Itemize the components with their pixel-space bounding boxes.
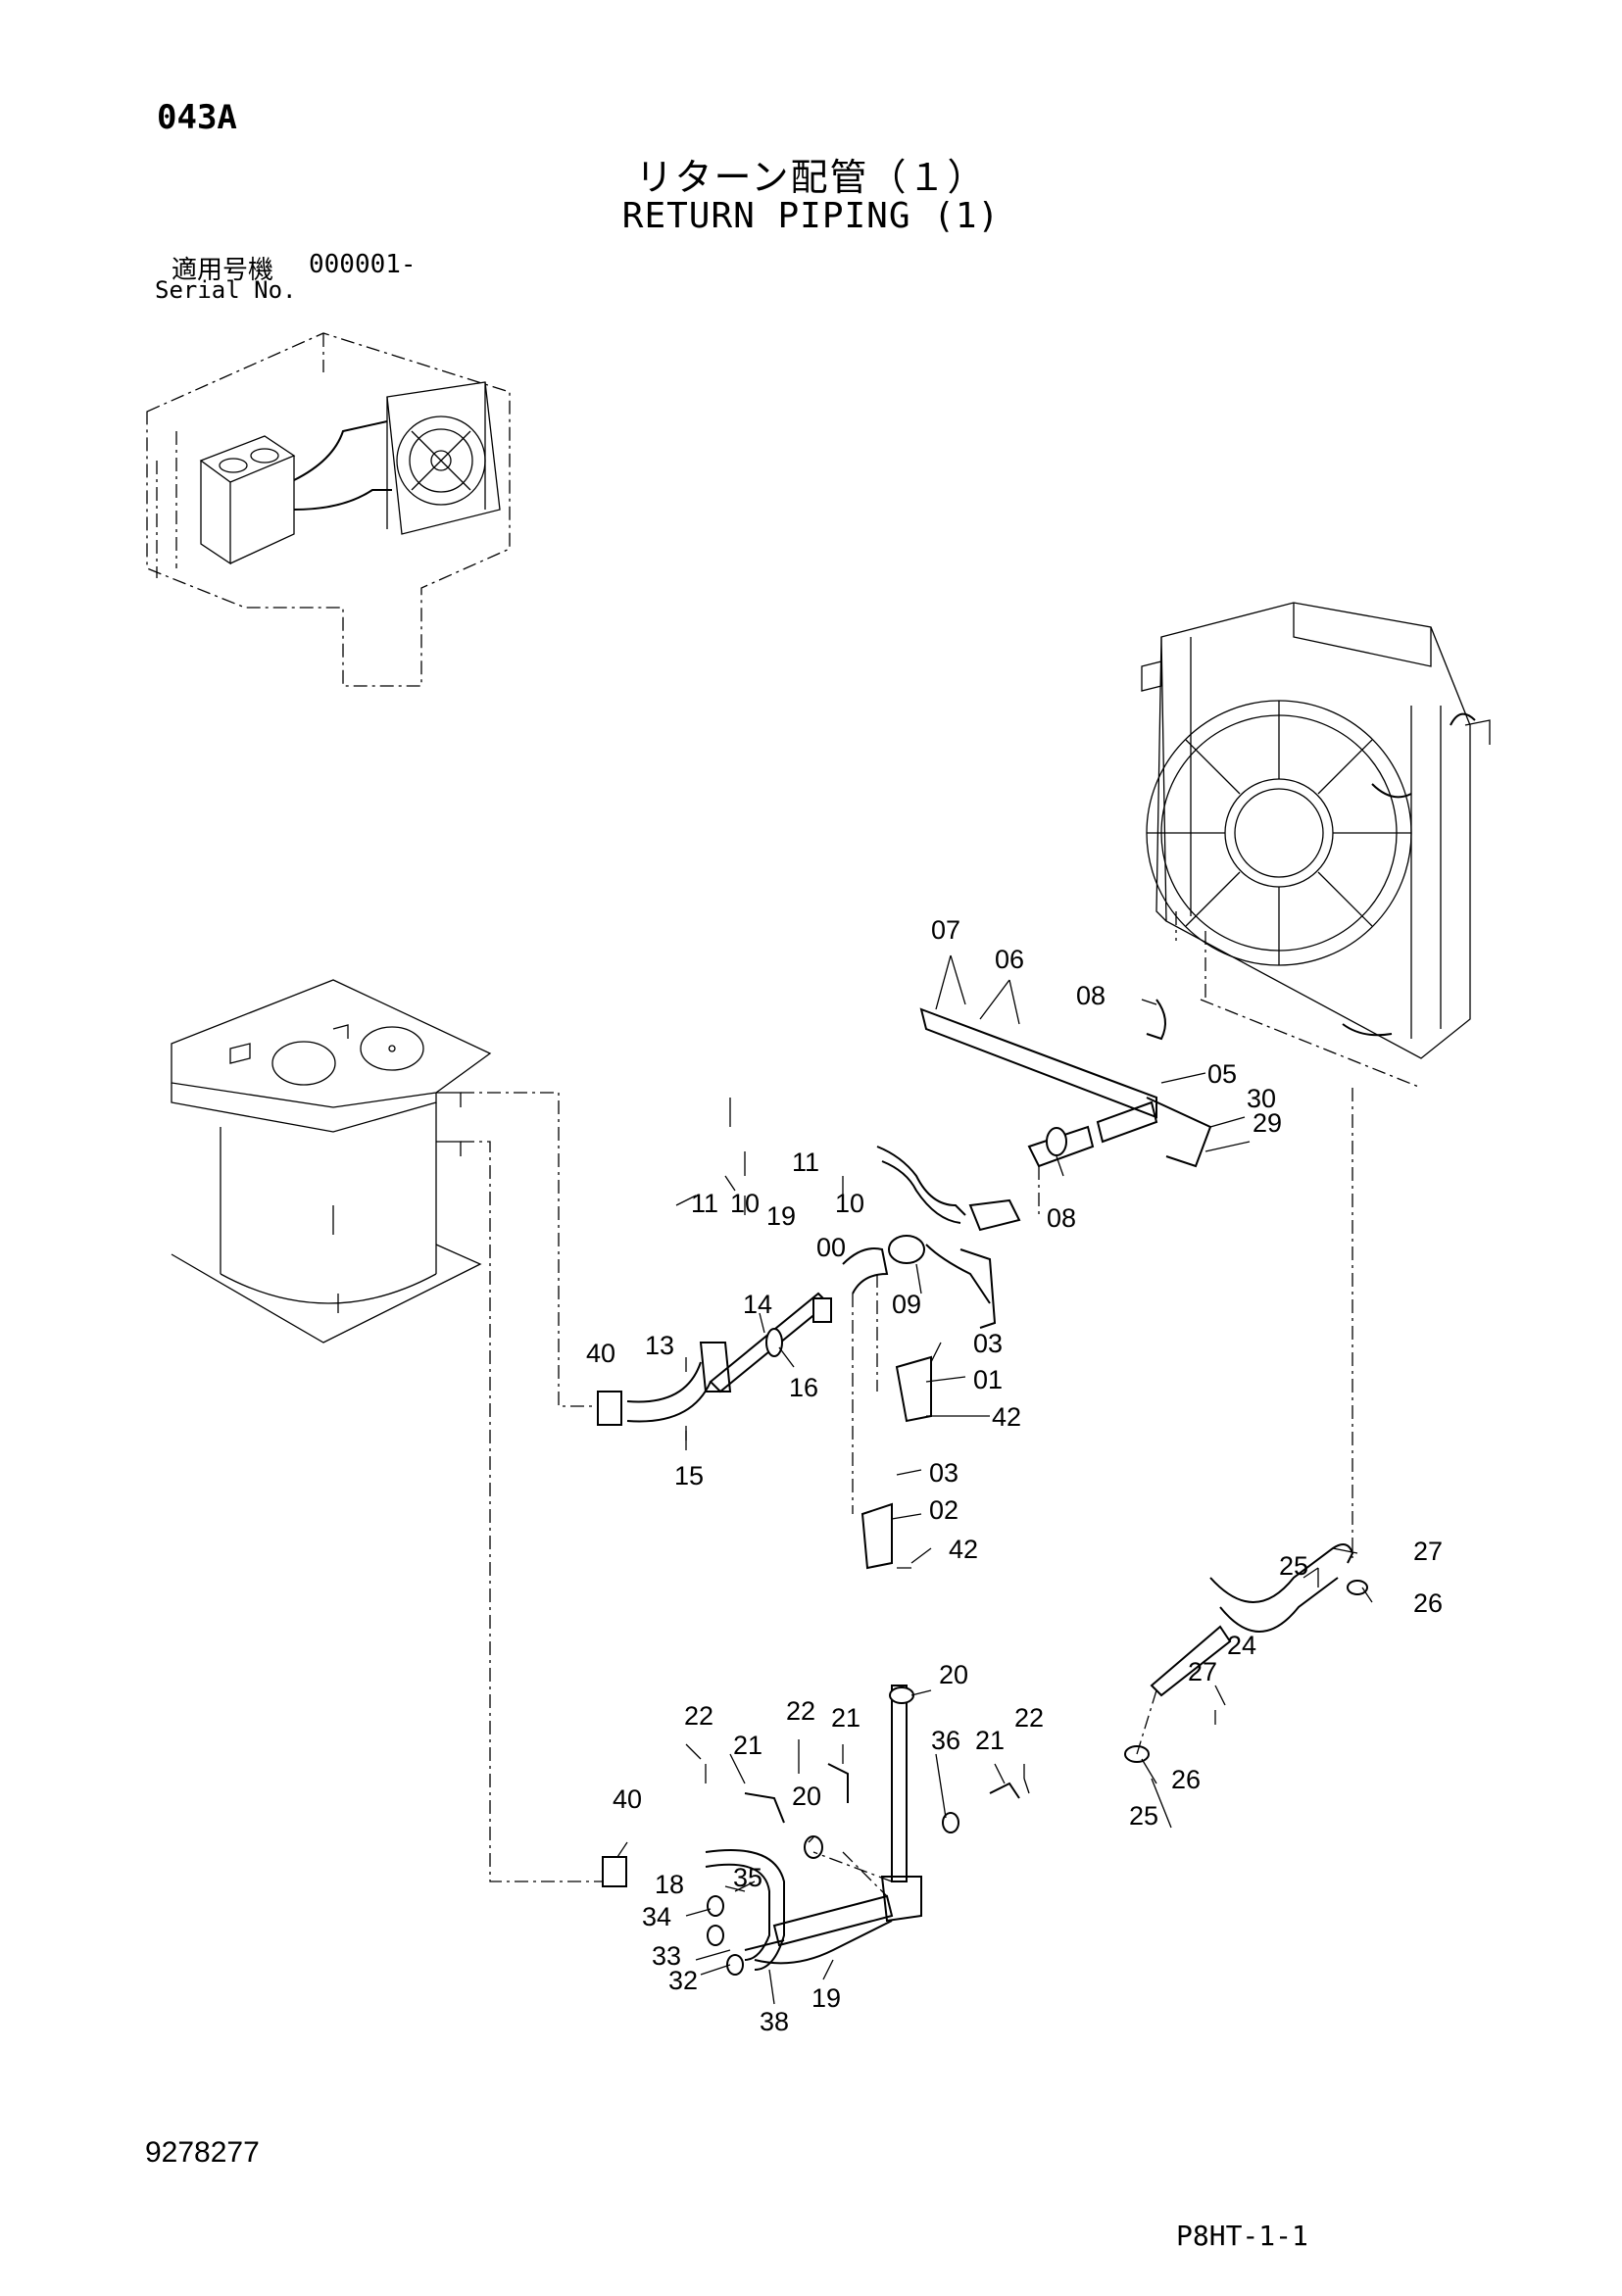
- callout-21-middle: 21: [831, 1703, 860, 1733]
- callout-09: 09: [892, 1290, 921, 1319]
- callout-21-right: 21: [975, 1726, 1005, 1755]
- callout-02: 02: [929, 1495, 958, 1525]
- callout-11-right: 11: [792, 1148, 819, 1177]
- callout-25-right: 25: [1279, 1551, 1308, 1581]
- callout-26-left: 26: [1171, 1765, 1201, 1794]
- callout-27-left: 27: [1188, 1657, 1217, 1686]
- lower-return-piping: [602, 1543, 1368, 1976]
- serial-label-english: Serial No.: [155, 276, 297, 304]
- callout-18: 18: [655, 1870, 684, 1899]
- callout-14: 14: [743, 1290, 772, 1319]
- callout-06: 06: [995, 945, 1024, 974]
- serial-number-value: 000001-: [309, 250, 417, 279]
- leader-lines: [616, 954, 1373, 2005]
- callout-10-left: 10: [730, 1189, 760, 1218]
- callout-00: 00: [816, 1233, 846, 1262]
- callout-11-left: 11: [691, 1189, 718, 1218]
- hydraulic-oil-tank: [171, 979, 492, 1343]
- callout-03-lower: 03: [929, 1458, 958, 1488]
- callout-40-lower: 40: [613, 1784, 642, 1814]
- callout-33: 33: [652, 1941, 681, 1971]
- callout-07: 07: [931, 915, 960, 945]
- callout-32: 32: [668, 1966, 698, 1995]
- callout-19-lower: 19: [811, 1983, 841, 2013]
- callout-42-lower: 42: [949, 1535, 978, 1564]
- callout-08-lower: 08: [1047, 1203, 1076, 1233]
- callout-20-lower: 20: [792, 1782, 821, 1811]
- callout-22-middle: 22: [786, 1696, 815, 1726]
- callout-22-right: 22: [1014, 1703, 1044, 1733]
- title-english: RETURN PIPING (1): [621, 196, 1001, 236]
- callout-22-left: 22: [684, 1701, 713, 1731]
- callout-08-upper: 08: [1076, 981, 1106, 1010]
- callout-40-upper: 40: [586, 1339, 615, 1368]
- upper-return-piping: [597, 999, 1212, 1570]
- callout-27-right: 27: [1413, 1537, 1443, 1566]
- callout-15: 15: [674, 1461, 704, 1490]
- callout-16: 16: [789, 1373, 818, 1402]
- callout-35: 35: [733, 1863, 762, 1892]
- callout-13: 13: [645, 1331, 674, 1360]
- callout-34: 34: [642, 1902, 671, 1931]
- callout-19-upper: 19: [766, 1201, 796, 1231]
- callout-01: 01: [973, 1365, 1003, 1394]
- document-number: 9278277: [145, 2136, 260, 2169]
- connection-lines: [461, 1088, 1353, 1897]
- overview-thumbnail: [146, 332, 511, 687]
- callout-03-upper: 03: [973, 1329, 1003, 1358]
- callout-30: 30: [1247, 1084, 1276, 1113]
- serial-label-japanese: 適用号機: [172, 256, 274, 285]
- callout-24: 24: [1227, 1631, 1256, 1660]
- callout-21-left: 21: [733, 1731, 762, 1760]
- callout-25-left: 25: [1129, 1801, 1158, 1831]
- callout-26-right: 26: [1413, 1588, 1443, 1618]
- callouts: 07 06 08 05 30 29 11 10 11 10 19 00 08 0…: [586, 915, 1443, 2036]
- sheet-code: P8HT-1-1: [1176, 2220, 1308, 2252]
- radiator-oil-cooler: [1141, 602, 1491, 1089]
- callout-10-right: 10: [835, 1189, 864, 1218]
- callout-05: 05: [1207, 1059, 1237, 1089]
- callout-38: 38: [760, 2007, 789, 2036]
- title-japanese: リターン配管（１）: [635, 156, 987, 199]
- callout-42-upper: 42: [992, 1402, 1021, 1432]
- page-code: 043A: [157, 98, 237, 137]
- callout-29: 29: [1253, 1108, 1282, 1138]
- callout-36: 36: [931, 1726, 960, 1755]
- callout-20-upper: 20: [939, 1660, 968, 1689]
